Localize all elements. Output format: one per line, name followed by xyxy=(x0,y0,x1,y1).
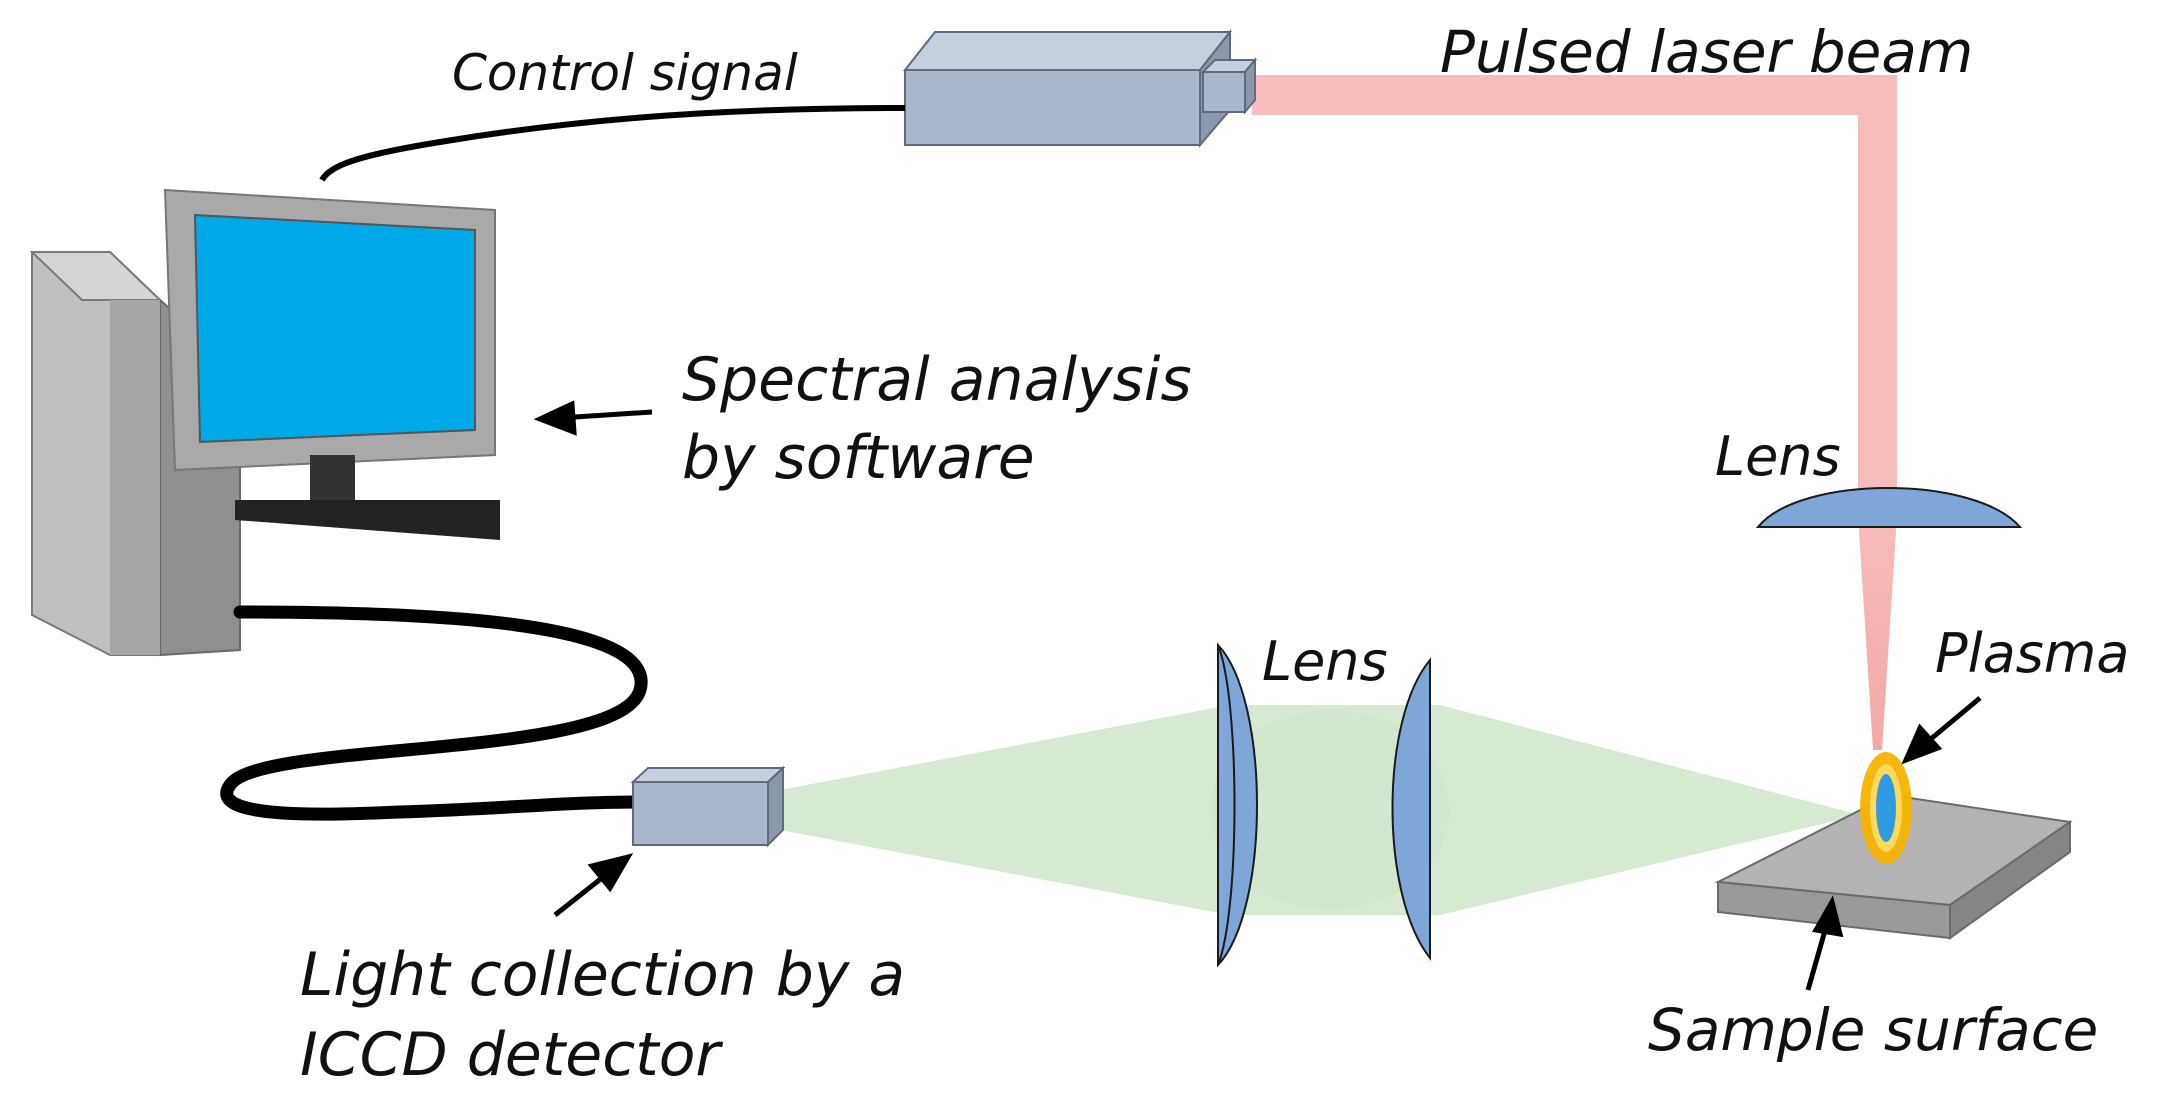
detector-cable xyxy=(220,605,648,821)
arrow-to-detector xyxy=(553,853,634,917)
label-spectral-analysis-1: Spectral analysis xyxy=(682,345,1192,415)
collection-lens-left xyxy=(1217,642,1258,968)
label-plasma: Plasma xyxy=(1935,622,2129,685)
computer-icon xyxy=(29,188,648,821)
label-light-collection-1: Light collection by a xyxy=(300,940,905,1010)
laser-source-icon xyxy=(902,29,1258,148)
label-pulsed-laser-beam: Pulsed laser beam xyxy=(1440,18,1973,86)
label-lens-middle: Lens xyxy=(1262,630,1388,693)
collected-light-beam xyxy=(780,705,1860,915)
focusing-lens xyxy=(1755,487,2023,528)
label-light-collection-2: ICCD detector xyxy=(300,1020,723,1090)
laser-beam xyxy=(1252,75,1897,750)
collection-lens-right xyxy=(1391,657,1431,961)
iccd-detector-icon xyxy=(630,765,786,848)
label-spectral-analysis-2: by software xyxy=(682,423,1035,493)
label-lens-top: Lens xyxy=(1715,425,1841,488)
arrow-to-plasma xyxy=(1901,696,1982,765)
label-control-signal: Control signal xyxy=(452,44,798,102)
label-sample-surface: Sample surface xyxy=(1648,996,2098,1064)
arrow-to-sample xyxy=(1805,895,1844,991)
arrow-to-computer xyxy=(533,400,653,436)
control-signal-cable xyxy=(319,105,906,182)
plasma-icon xyxy=(1860,752,1912,864)
